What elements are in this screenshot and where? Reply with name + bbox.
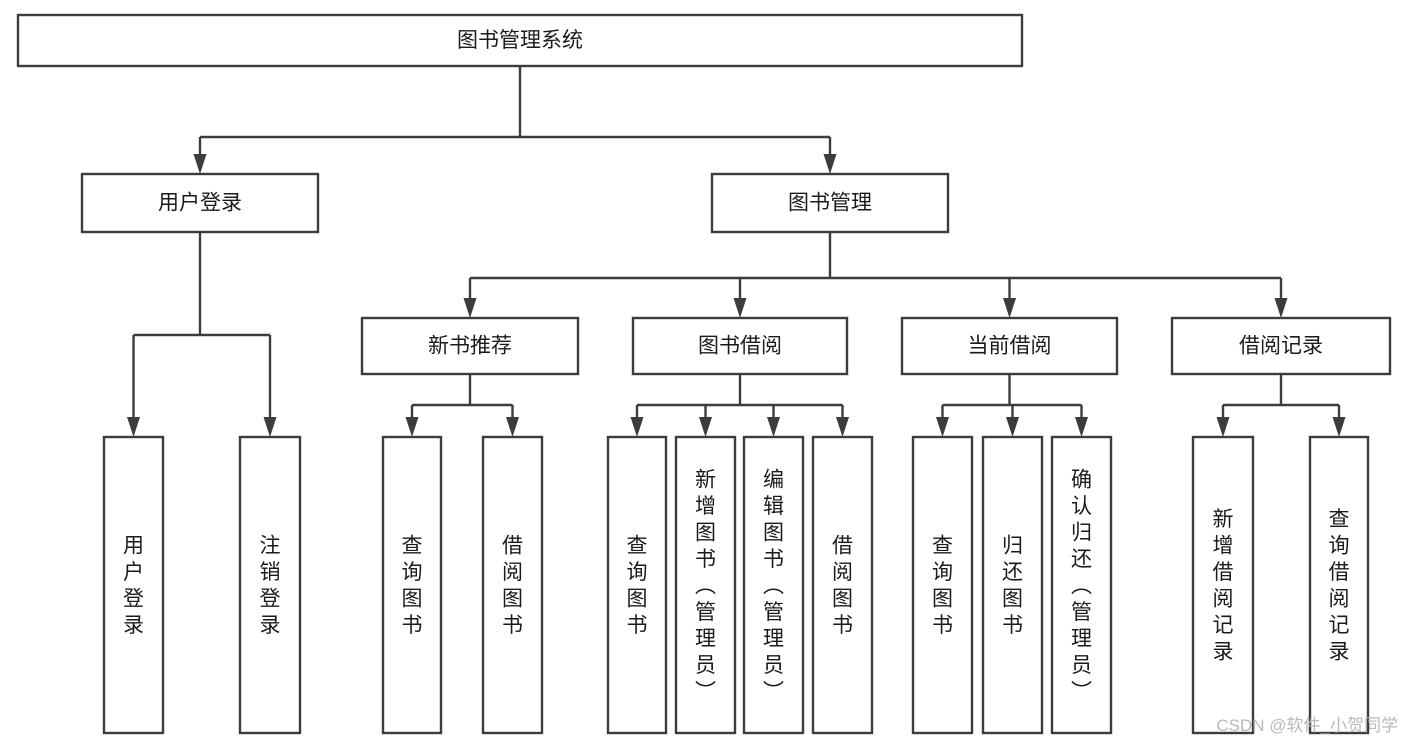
node-box — [631, 316, 849, 376]
node-label: 新增借阅记录 — [1213, 508, 1234, 664]
node-label: 图书管理 — [788, 192, 872, 215]
node-leaf-edit-book[interactable]: 编辑图书︵管理员︶ — [742, 435, 805, 735]
connector-layer — [127, 66, 1346, 437]
node-label: 当前借阅 — [968, 335, 1052, 358]
node-box — [16, 13, 1024, 68]
node-user-login[interactable]: 用户登录 — [80, 172, 320, 234]
node-box — [811, 435, 874, 735]
node-leaf-borrow-book-2[interactable]: 借阅图书 — [811, 435, 874, 735]
node-box — [606, 435, 668, 735]
node-book-borrow[interactable]: 图书借阅 — [631, 316, 849, 376]
node-label: 借阅图书 — [832, 535, 853, 638]
node-leaf-query-book-3[interactable]: 查询图书 — [911, 435, 974, 735]
node-leaf-confirm-return[interactable]: 确认归还︵管理员︶ — [1050, 435, 1113, 735]
node-current-borrow[interactable]: 当前借阅 — [900, 316, 1119, 376]
node-borrow-record[interactable]: 借阅记录 — [1170, 316, 1392, 376]
node-box — [238, 435, 302, 735]
connector-group — [463, 232, 1288, 318]
node-leaf-query-record[interactable]: 查询借阅记录 — [1308, 435, 1370, 735]
csdn-watermark: CSDN @软件_小贺同学 — [1216, 716, 1398, 735]
node-box — [674, 435, 737, 735]
node-leaf-add-book[interactable]: 新增图书︵管理员︶ — [674, 435, 737, 735]
node-box — [911, 435, 974, 735]
connector-group — [127, 232, 277, 437]
node-label: 借阅图书 — [502, 535, 523, 638]
node-new-book-rec[interactable]: 新书推荐 — [360, 316, 580, 376]
node-box — [900, 316, 1119, 376]
node-label: 用户登录 — [158, 192, 242, 215]
node-leaf-query-book-2[interactable]: 查询图书 — [606, 435, 668, 735]
connector-group — [405, 374, 519, 437]
node-label: 归还图书 — [1002, 535, 1023, 638]
node-leaf-return-book[interactable]: 归还图书 — [981, 435, 1044, 735]
node-leaf-add-record[interactable]: 新增借阅记录 — [1191, 435, 1255, 735]
node-label: 新增图书︵管理员︶ — [695, 468, 716, 703]
node-label: 新书推荐 — [428, 335, 512, 358]
node-box — [102, 435, 165, 735]
node-box — [381, 435, 443, 735]
connector-group — [1216, 374, 1346, 437]
node-label: 图书借阅 — [698, 335, 782, 358]
node-box — [1170, 316, 1392, 376]
node-label: 用户登录 — [123, 535, 144, 638]
node-box — [1308, 435, 1370, 735]
node-box — [742, 435, 805, 735]
connector-group — [193, 66, 837, 174]
node-box — [80, 172, 320, 234]
node-box — [481, 435, 544, 735]
node-leaf-query-book-1[interactable]: 查询图书 — [381, 435, 443, 735]
node-label: 编辑图书︵管理员︶ — [763, 468, 784, 703]
node-book-manage[interactable]: 图书管理 — [710, 172, 950, 234]
node-label: 查询图书 — [627, 535, 648, 638]
node-leaf-logout[interactable]: 注销登录 — [238, 435, 302, 735]
node-label: 注销登录 — [260, 535, 281, 638]
connector-group — [630, 374, 849, 437]
node-label: 借阅记录 — [1239, 335, 1323, 358]
node-box — [981, 435, 1044, 735]
node-label: 查询图书 — [402, 535, 423, 638]
node-label: 查询图书 — [932, 535, 953, 638]
node-label: 图书管理系统 — [457, 29, 583, 52]
connector-group — [936, 374, 1088, 437]
node-box — [1050, 435, 1113, 735]
node-leaf-borrow-book-1[interactable]: 借阅图书 — [481, 435, 544, 735]
node-root[interactable]: 图书管理系统 — [16, 13, 1024, 68]
node-box — [710, 172, 950, 234]
node-box — [1191, 435, 1255, 735]
node-label: 查询借阅记录 — [1329, 508, 1350, 664]
node-layer: 图书管理系统用户登录图书管理新书推荐图书借阅当前借阅借阅记录用户登录注销登录查询… — [16, 13, 1392, 735]
node-box — [360, 316, 580, 376]
node-label: 确认归还︵管理员︶ — [1071, 468, 1092, 703]
node-leaf-user-login[interactable]: 用户登录 — [102, 435, 165, 735]
